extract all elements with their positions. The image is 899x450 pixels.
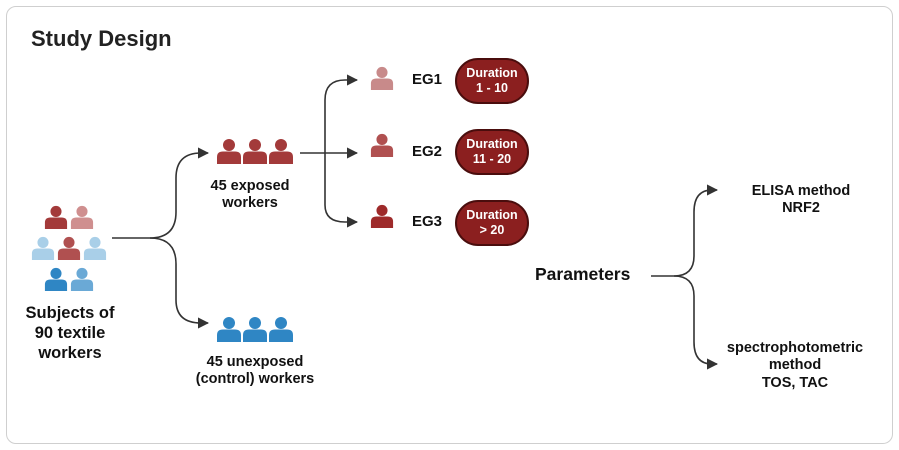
eg1-label: EG1 <box>412 71 443 88</box>
eg2-duration-badge: Duration 11 - 20 <box>455 129 529 175</box>
spectro-line-3: TOS, TAC <box>761 374 829 391</box>
eg3-duration-range: > 20 <box>479 223 505 237</box>
connector-subjects-control <box>149 237 210 329</box>
subjects-label: Subjects of 90 textile workers <box>10 304 130 363</box>
connector-eg3 <box>324 153 359 228</box>
unexposed-workers-icon <box>217 317 293 342</box>
exposed-line-2: workers <box>222 195 278 212</box>
study-design-panel <box>6 6 893 444</box>
eg2-duration-title: Duration <box>466 137 518 151</box>
eg3-person-icon <box>370 204 394 228</box>
connector-eg1 <box>324 74 359 153</box>
eg2-person-icon <box>370 133 394 157</box>
spectro-line-1: spectrophotometric <box>726 340 864 356</box>
eg1-duration-badge: Duration 1 - 10 <box>455 58 529 104</box>
eg2-label: EG2 <box>412 143 443 160</box>
subjects-people-icon <box>31 205 107 291</box>
exposed-workers-icon <box>217 139 293 164</box>
subjects-line-3: workers <box>38 343 102 362</box>
eg1-person-icon <box>370 66 394 90</box>
elisa-line-2: NRF2 <box>782 200 820 217</box>
elisa-line-1: ELISA method <box>751 183 851 199</box>
subjects-line-1: Subjects of <box>25 304 115 322</box>
exposed-line-1: 45 exposed <box>210 178 290 194</box>
connector-spectro <box>673 275 719 370</box>
eg1-duration-title: Duration <box>466 66 518 80</box>
parameters-label: Parameters <box>535 264 631 284</box>
eg2-duration-range: 11 - 20 <box>472 152 512 166</box>
connector-elisa <box>673 184 719 277</box>
connector-subjects <box>112 147 210 239</box>
elisa-method-label: ELISA method NRF2 <box>726 183 876 218</box>
unexposed-label: 45 unexposed (control) workers <box>170 354 340 389</box>
eg3-duration-badge: Duration > 20 <box>455 200 529 246</box>
eg3-label: EG3 <box>412 213 443 230</box>
unexposed-line-2: (control) workers <box>195 371 315 388</box>
exposed-label: 45 exposed workers <box>180 178 320 213</box>
subjects-line-2: 90 textile <box>34 323 106 342</box>
eg3-duration-title: Duration <box>466 208 518 222</box>
eg1-duration-range: 1 - 10 <box>476 81 508 95</box>
diagram-title: Study Design <box>31 26 172 51</box>
spectro-line-2: method <box>768 357 822 374</box>
spectrophotometric-method-label: spectrophotometric method TOS, TAC <box>700 340 890 392</box>
unexposed-line-1: 45 unexposed <box>206 354 304 370</box>
